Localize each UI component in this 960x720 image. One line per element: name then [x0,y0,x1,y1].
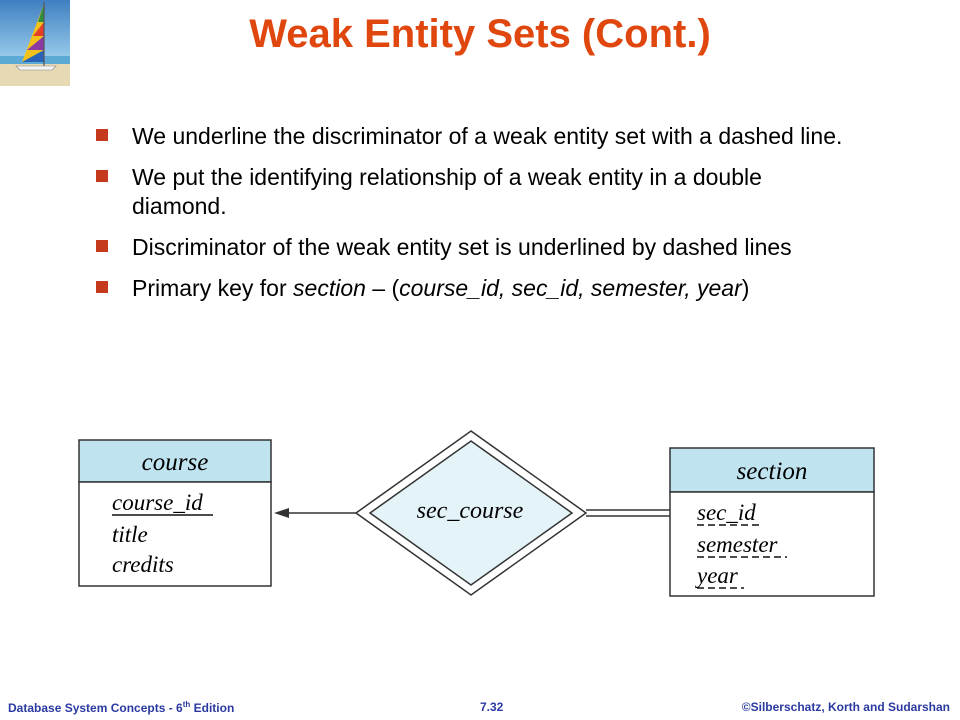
bullet-text-run: We put the identifying relationship of a… [132,164,762,219]
bullet-square-icon [96,240,108,252]
slide-title: Weak Entity Sets (Cont.) [249,12,711,56]
footer-book-title: Database System Concepts - 6th Edition [8,700,234,715]
bullet-text: Discriminator of the weak entity set is … [132,233,856,262]
bullet-text-italic: course_id, sec_id, semester, year [399,275,742,301]
footer-edition-superscript: th [182,700,191,709]
relationship-line-to-section [586,509,670,517]
footer-book-prefix: Database System Concepts - 6 [8,701,183,715]
bullet-text-run: Discriminator of the weak entity set is … [132,234,792,260]
relationship-sec-course: sec_course [354,430,588,596]
bullet-text: We put the identifying relationship of a… [132,163,856,221]
footer-copyright: ©Silberschatz, Korth and Sudarshan [741,700,950,714]
entity-section: section sec_id semester year [669,447,875,597]
bullet-item: We put the identifying relationship of a… [96,163,856,221]
diamond-inner [368,440,574,586]
bullet-item: Primary key for section – (course_id, se… [96,274,856,303]
entity-section-name: section [737,458,808,485]
entity-course-body [78,481,272,587]
relationship-line-to-course [274,508,356,518]
bullet-text-run: Primary key for [132,275,294,301]
bullet-square-icon [96,281,108,293]
attr-credits: credits [112,552,174,577]
bullet-text-run: – ( [365,275,400,301]
bullet-item: We underline the discriminator of a weak… [96,122,856,151]
attr-title: title [112,522,148,547]
bullet-square-icon [96,170,108,182]
bullet-square-icon [96,129,108,141]
bullet-list: We underline the discriminator of a weak… [96,122,856,315]
er-diagram: course course_id title credits sec_cours… [78,430,875,597]
bullet-text: We underline the discriminator of a weak… [132,122,856,151]
attr-semester: semester [697,532,779,557]
bullet-text-run: We underline the discriminator of a weak… [132,123,843,149]
bullet-text-italic: section [293,275,366,301]
attr-year: year [695,563,739,588]
footer-slide-number: 7.32 [480,700,504,714]
bullet-text: Primary key for section – (course_id, se… [132,274,856,303]
attr-course-id: course_id [112,490,203,515]
attr-sec-id: sec_id [697,500,756,525]
relationship-name: sec_course [417,498,524,524]
bullet-item: Discriminator of the weak entity set is … [96,233,856,262]
arrowhead-icon [274,508,289,518]
entity-course-header [78,439,272,483]
entity-course-name: course [142,449,209,476]
bullet-text-run: ) [741,275,750,301]
sailboat-logo-image [0,0,70,86]
entity-course: course course_id title credits [78,439,272,587]
entity-section-body [669,491,875,597]
footer-book-suffix: Edition [190,701,235,715]
footer: Database System Concepts - 6th Edition 7… [0,700,960,720]
